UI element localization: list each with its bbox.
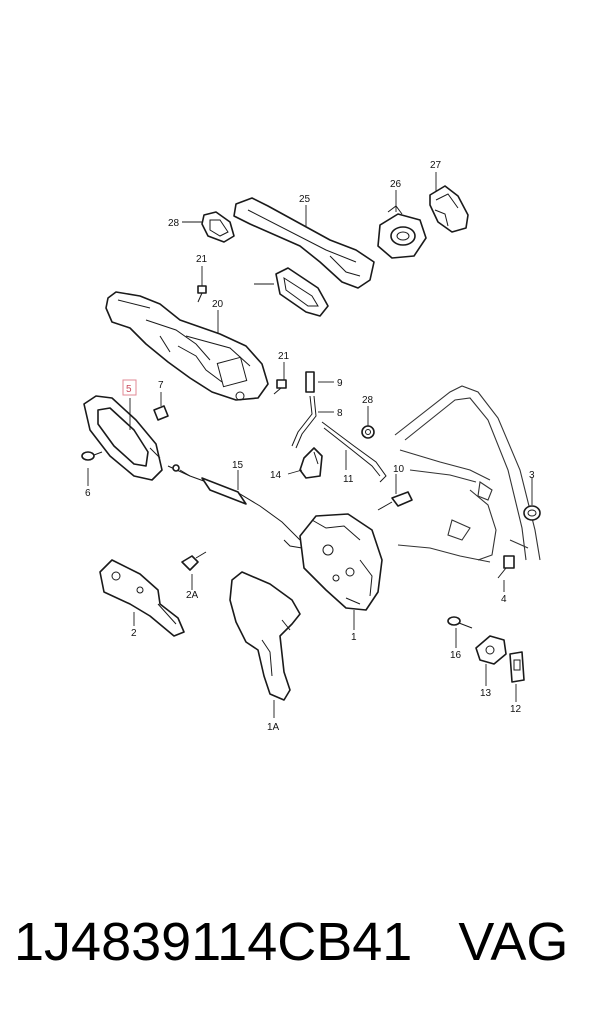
callout-12: 14	[270, 470, 282, 481]
part-3-plug	[523, 505, 541, 521]
callout-9: 11	[343, 474, 354, 485]
diagram-svg: 27 26 25 28 21 20 21 9 8 28 5 7 6 15 14 …	[81, 160, 541, 733]
part-24-lock-cylinder	[377, 205, 427, 259]
callout-2a: 2A	[186, 590, 199, 601]
callout-20: 20	[212, 299, 224, 310]
part-11-pin	[305, 371, 315, 393]
part-6-screw	[81, 451, 103, 461]
part-number-caption: 1J4839114CB41 VAG	[14, 902, 594, 982]
part-14-plate	[509, 651, 525, 683]
part-16-bolt	[447, 616, 473, 629]
part-9-rod	[321, 421, 387, 483]
callout-6: 6	[85, 488, 91, 499]
callout-1: 1	[351, 632, 357, 643]
highlight-box-part-5	[122, 379, 137, 396]
callout-13: 15	[232, 460, 244, 471]
part-25-handle-cap	[429, 185, 469, 233]
callout-7: 7	[158, 380, 164, 391]
part-2a-rivet	[181, 551, 207, 571]
callout-5: 5	[126, 384, 132, 395]
callout-26: 28	[168, 218, 180, 229]
part-number: 1J4839114CB41	[14, 912, 413, 972]
callout-1a: 1A	[267, 722, 280, 733]
callout-25: 27	[430, 160, 442, 171]
leader-lines	[87, 172, 533, 718]
part-27-gasket	[275, 267, 329, 317]
callout-28: 28	[362, 395, 374, 406]
part-28-grommet	[361, 425, 375, 439]
part-8-switch	[377, 491, 413, 511]
callout-23: 25	[299, 194, 311, 205]
part-26-gasket	[201, 211, 235, 243]
part-1-door-lock	[283, 513, 383, 611]
part-4-bolt	[497, 555, 515, 579]
brand-name: VAG	[458, 912, 569, 972]
part-21-screw-lower	[273, 379, 287, 395]
part-23-outer-handle	[233, 197, 375, 289]
callout-3: 3	[529, 470, 535, 481]
callout-labels: 27 26 25 28 21 20 21 9 8 28 5 7 6 15 14 …	[85, 160, 535, 733]
callout-4: 4	[501, 594, 507, 605]
part-7-clip	[153, 405, 169, 421]
callout-8: 10	[393, 464, 405, 475]
part-13-cable	[167, 464, 301, 541]
callout-11: 9	[337, 378, 343, 389]
part-10-rod	[291, 395, 317, 449]
part-15-striker	[475, 635, 507, 665]
callout-16: 16	[450, 650, 462, 661]
part-1a-cover	[229, 571, 301, 701]
part-2-bracket	[99, 559, 185, 637]
callout-14: 12	[510, 704, 522, 715]
callout-10: 8	[337, 408, 343, 419]
callout-21-upper: 21	[196, 254, 208, 265]
part-21-screw-upper	[197, 285, 207, 303]
part-20-handle-carrier	[105, 291, 269, 401]
part-12-bracket	[299, 447, 323, 479]
callout-2: 2	[131, 628, 137, 639]
door-body-outline	[394, 385, 541, 563]
callout-24: 26	[390, 179, 402, 190]
exploded-parts-diagram: 27 26 25 28 21 20 21 9 8 28 5 7 6 15 14 …	[81, 160, 541, 733]
callout-15: 13	[480, 688, 492, 699]
part-5-inner-handle	[83, 395, 163, 481]
callout-21-lower: 21	[278, 351, 290, 362]
